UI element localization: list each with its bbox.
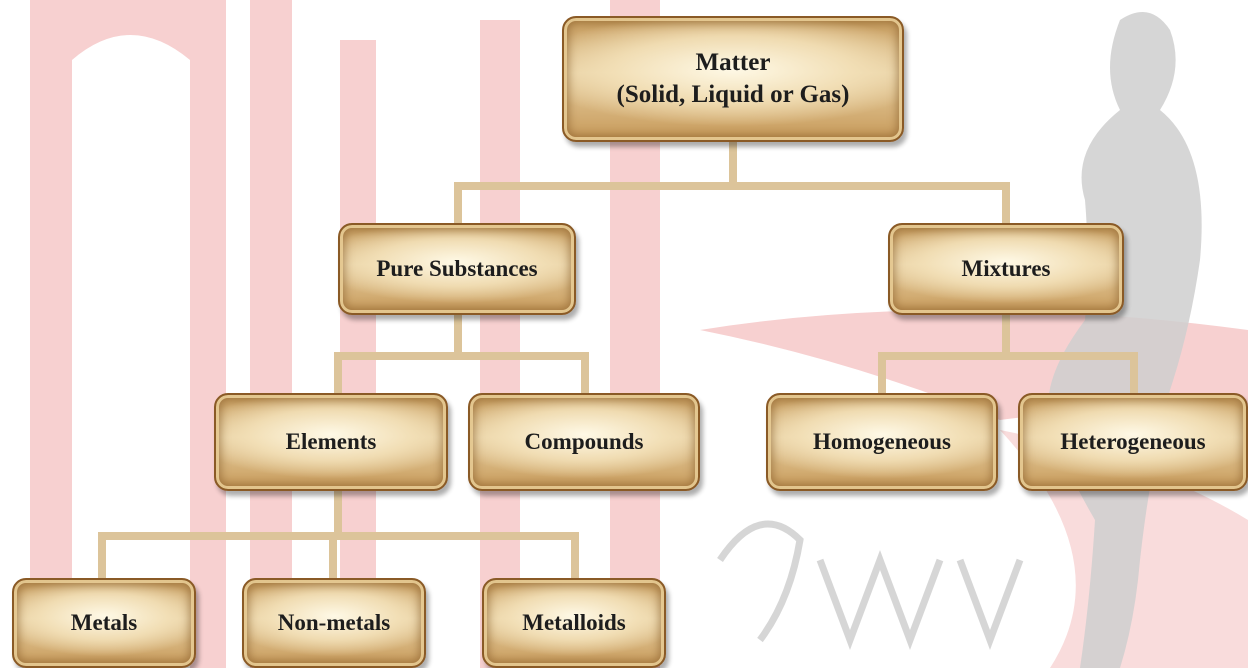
node-homogeneous-label: Homogeneous xyxy=(813,427,951,457)
node-pure-substances-label: Pure Substances xyxy=(376,254,537,284)
node-metalloids: Metalloids xyxy=(482,578,666,668)
node-compounds: Compounds xyxy=(468,393,700,491)
node-metalloids-label: Metalloids xyxy=(522,608,626,638)
node-compounds-label: Compounds xyxy=(525,427,644,457)
node-heterogeneous-label: Heterogeneous xyxy=(1060,427,1205,457)
node-homogeneous: Homogeneous xyxy=(766,393,998,491)
node-pure-substances: Pure Substances xyxy=(338,223,576,315)
node-elements: Elements xyxy=(214,393,448,491)
node-non-metals-label: Non-metals xyxy=(278,608,390,638)
node-metals-label: Metals xyxy=(71,608,137,638)
node-heterogeneous: Heterogeneous xyxy=(1018,393,1248,491)
node-mixtures-label: Mixtures xyxy=(961,254,1050,284)
node-metals: Metals xyxy=(12,578,196,668)
node-non-metals: Non-metals xyxy=(242,578,426,668)
node-matter-title: Matter xyxy=(696,47,771,80)
node-matter: Matter (Solid, Liquid or Gas) xyxy=(562,16,904,142)
node-matter-subtitle: (Solid, Liquid or Gas) xyxy=(617,79,850,112)
node-elements-label: Elements xyxy=(286,427,377,457)
node-mixtures: Mixtures xyxy=(888,223,1124,315)
